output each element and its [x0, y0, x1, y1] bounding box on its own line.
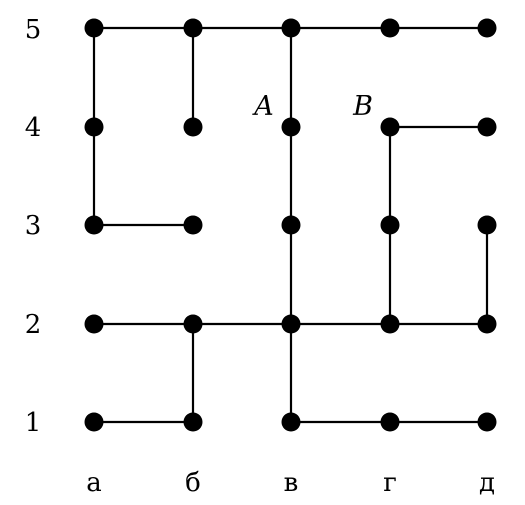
- node-б3: [183, 215, 203, 235]
- node-а2: [84, 314, 104, 334]
- node-д3: [477, 215, 497, 235]
- row-label-2: 2: [25, 310, 42, 340]
- column-label-g: г: [383, 468, 397, 498]
- row-label-3: 3: [25, 211, 42, 241]
- node-д4: [477, 117, 497, 137]
- node-а5: [84, 18, 104, 38]
- node-б4: [183, 117, 203, 137]
- node-в4: [281, 117, 301, 137]
- node-б1: [183, 412, 203, 432]
- row-label-4: 4: [25, 113, 42, 143]
- point-label-a: A: [251, 91, 274, 122]
- column-label-d: д: [479, 468, 495, 498]
- node-в5: [281, 18, 301, 38]
- column-labels: а б в г д: [86, 468, 495, 498]
- edges-layer: [92, 26, 489, 424]
- row-label-5: 5: [25, 15, 42, 45]
- node-г1: [380, 412, 400, 432]
- node-в1: [281, 412, 301, 432]
- node-а1: [84, 412, 104, 432]
- column-label-b: б: [185, 468, 201, 498]
- nodes-layer: [84, 18, 497, 432]
- node-д5: [477, 18, 497, 38]
- column-label-v: в: [284, 468, 299, 498]
- node-а3: [84, 215, 104, 235]
- node-б2: [183, 314, 203, 334]
- node-г3: [380, 215, 400, 235]
- column-label-a: а: [86, 468, 102, 498]
- point-label-b: B: [352, 91, 373, 122]
- point-labels: A B: [251, 91, 373, 122]
- node-б5: [183, 18, 203, 38]
- node-г5: [380, 18, 400, 38]
- node-д2: [477, 314, 497, 334]
- node-а4: [84, 117, 104, 137]
- row-labels: 5 4 3 2 1: [25, 15, 42, 438]
- node-в3: [281, 215, 301, 235]
- node-д1: [477, 412, 497, 432]
- node-г4: [380, 117, 400, 137]
- row-label-1: 1: [25, 408, 42, 438]
- node-г2: [380, 314, 400, 334]
- node-в2: [281, 314, 301, 334]
